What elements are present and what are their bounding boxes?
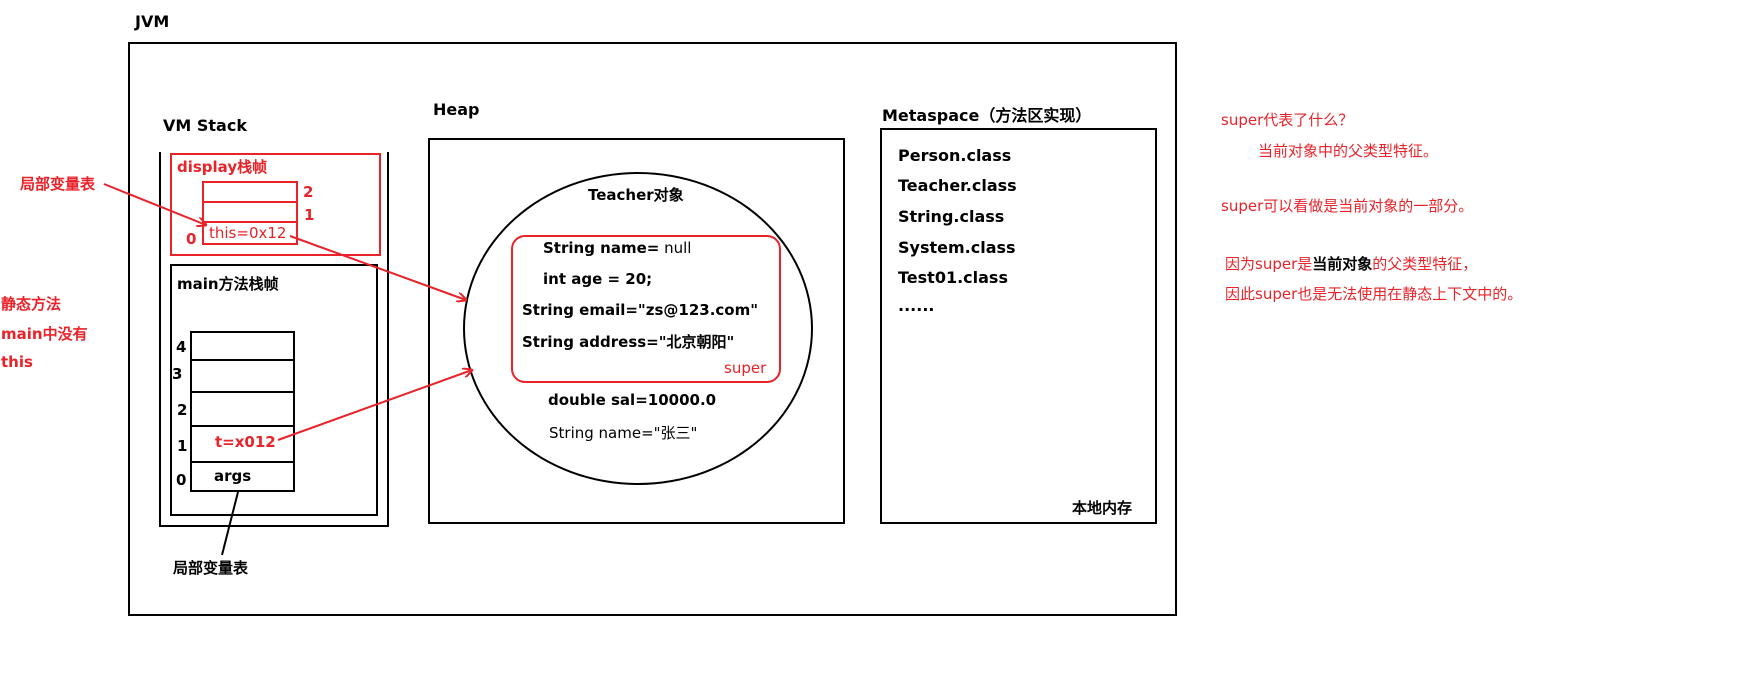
main-slot-num-0: 0 — [176, 471, 187, 489]
note-because-bold: 当前对象 — [1312, 255, 1373, 273]
display-frame-title: display栈帧 — [177, 158, 268, 176]
vm-stack-container — [159, 152, 389, 527]
super-field-age: int age = 20; — [543, 270, 653, 288]
class-test01: Test01.class — [898, 268, 1008, 287]
jvm-title: JVM — [135, 12, 170, 31]
main-slot-num-4: 4 — [176, 338, 187, 356]
super-field-name-value: null — [659, 239, 692, 257]
super-field-name: String name= null — [543, 239, 691, 257]
own-field-name: String name="张三" — [549, 424, 698, 442]
main-frame-title: main方法栈帧 — [177, 275, 279, 293]
vm-stack-title: VM Stack — [163, 116, 247, 135]
display-slot-num-1: 1 — [304, 206, 315, 224]
super-field-address: String address="北京朝阳" — [522, 333, 735, 351]
display-slot-0-value: this=0x12 — [209, 224, 287, 242]
native-memory-label: 本地内存 — [1072, 499, 1133, 517]
heap-container — [428, 138, 845, 524]
class-ellipsis: ...... — [898, 296, 935, 315]
static-note-line3: this — [1, 353, 33, 371]
pointer-local-var-table-bottom — [221, 491, 239, 556]
note-answer: 当前对象中的父类型特征。 — [1258, 142, 1439, 160]
arrow-this-to-teacher — [289, 235, 466, 300]
main-slot-0 — [190, 461, 295, 492]
class-person: Person.class — [898, 146, 1012, 165]
display-slot-0 — [202, 221, 298, 245]
note-because: 因为super是当前对象的父类型特征， — [1225, 253, 1477, 274]
local-var-table-label-left: 局部变量表 — [20, 175, 96, 193]
super-region — [511, 235, 781, 383]
main-frame — [170, 264, 378, 516]
class-teacher: Teacher.class — [898, 176, 1017, 195]
note-question: super代表了什么？ — [1221, 111, 1354, 129]
jvm-container — [128, 42, 1177, 616]
super-label: super — [724, 359, 767, 377]
note-because-suffix: 的父类型特征， — [1372, 255, 1478, 273]
local-var-table-label-bottom: 局部变量表 — [173, 559, 249, 577]
class-system: System.class — [898, 238, 1016, 257]
static-note-line2: main中没有 — [1, 325, 88, 343]
teacher-object — [463, 172, 813, 485]
display-slot-num-2: 2 — [303, 183, 314, 201]
note-therefore: 因此super也是无法使用在静态上下文中的。 — [1225, 285, 1523, 303]
display-slot-num-0: 0 — [186, 230, 197, 248]
note-because-prefix: 因为super是 — [1225, 255, 1313, 273]
metaspace-container — [880, 128, 1157, 524]
main-slot-num-3: 3 — [172, 365, 183, 383]
main-slot-num-2: 2 — [177, 401, 188, 419]
arrow-local-var-to-display — [103, 183, 206, 225]
display-frame — [170, 153, 381, 256]
class-string: String.class — [898, 207, 1005, 226]
super-field-name-key: String name= — [543, 239, 660, 257]
teacher-object-title: Teacher对象 — [588, 186, 684, 204]
arrow-t-to-teacher — [277, 370, 472, 441]
main-slot-1-value: t=x012 — [215, 433, 276, 451]
main-slot-0-value: args — [214, 467, 252, 485]
metaspace-title: Metaspace（方法区实现） — [882, 106, 1092, 125]
main-slot-num-1: 1 — [177, 437, 188, 455]
heap-title: Heap — [433, 100, 480, 119]
own-field-sal: double sal=10000.0 — [548, 391, 717, 409]
static-note-line1: 静态方法 — [1, 295, 62, 313]
super-field-email: String email="zs@123.com" — [522, 301, 759, 319]
note-part-of-object: super可以看做是当前对象的一部分。 — [1221, 197, 1474, 215]
